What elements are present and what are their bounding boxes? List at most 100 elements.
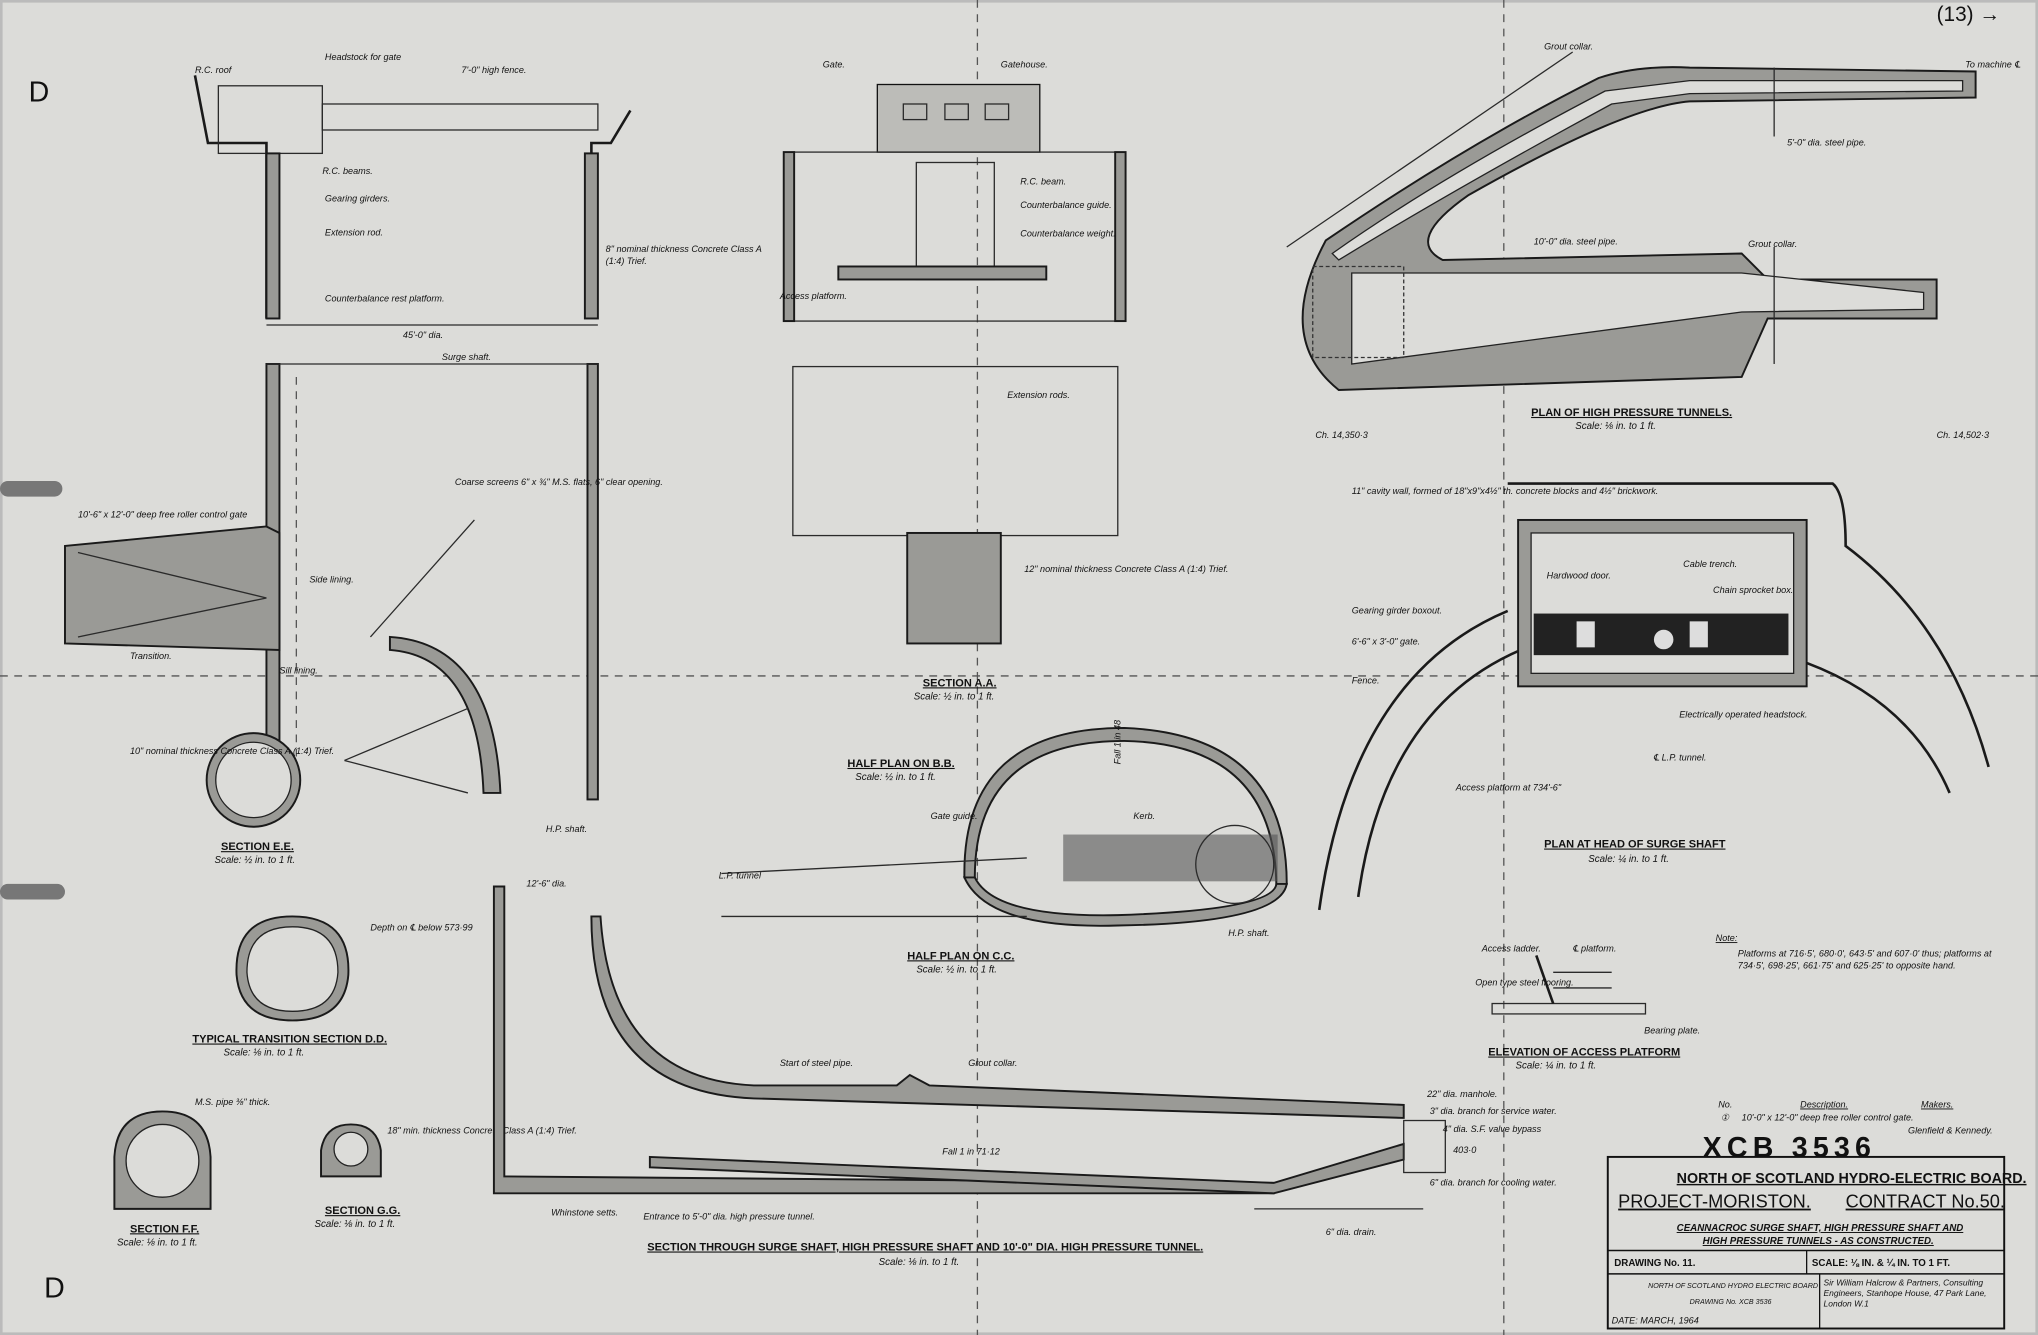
schedule-desc-header: Description.: [1800, 1100, 1848, 1110]
plan-head-title: PLAN AT HEAD OF SURGE SHAFT: [1544, 839, 1726, 851]
label-cb-guide: Counterbalance guide.: [1020, 200, 1111, 210]
title-board: NORTH OF SCOTLAND HYDRO-ELECTRIC BOARD.: [1677, 1171, 2027, 1187]
label-sill-lining: Sill lining.: [279, 665, 317, 675]
label-dia-45: 45'-0" dia.: [403, 330, 443, 340]
section-dd-title: TYPICAL TRANSITION SECTION D.D.: [192, 1034, 387, 1046]
label-hp-shaft-2: H.P. shaft.: [1228, 928, 1269, 938]
label-counterbalance-rest: Counterbalance rest platform.: [325, 294, 445, 304]
plan-head-scale: Scale: ¼ in. to 1 ft.: [1588, 854, 1669, 865]
section-ee-title: SECTION E.E.: [221, 841, 294, 853]
label-cavity-wall: 11" cavity wall, formed of 18"x9"x4½" th…: [1352, 486, 1659, 496]
label-level-403: 403·0: [1453, 1145, 1476, 1155]
plan-hp-scale: Scale: ⅛ in. to 1 ft.: [1575, 421, 1656, 432]
section-ee-scale: Scale: ½ in. to 1 ft.: [214, 855, 295, 866]
drawing-stamp: XCB 3536: [1703, 1132, 1876, 1164]
schedule-no: ①: [1721, 1113, 1730, 1123]
title-date: DATE: MARCH, 1964: [1612, 1315, 1699, 1325]
label-grout-collar: Grout collar.: [1544, 41, 1593, 51]
plan-head-surge-shaft: [1317, 482, 1990, 911]
title-block: [1606, 1155, 2006, 1330]
label-platform-cl: ℄ platform.: [1573, 944, 1617, 954]
label-kerb: Kerb.: [1133, 811, 1155, 821]
label-access-platform-734: Access platform at 734'-6": [1455, 782, 1562, 792]
half-plan-cc-scale: Scale: ½ in. to 1 ft.: [916, 964, 997, 975]
label-rc-beams: R.C. beams.: [322, 166, 372, 176]
note-text: Platforms at 716·5', 680·0', 643·5' and …: [1737, 950, 1992, 972]
label-to-machine: To machine ℄: [1965, 60, 2020, 70]
label-side-lining: Side lining.: [309, 574, 353, 584]
label-access-platform: Access platform.: [779, 291, 847, 301]
schedule-desc: 10'-0" x 12'-0" deep free roller control…: [1742, 1113, 1914, 1123]
label-bearing-plate: Bearing plate.: [1644, 1025, 1700, 1035]
label-nominal-8: 8" nominal thickness Concrete Class A (1…: [605, 245, 762, 267]
label-hardwood-door: Hardwood door.: [1547, 570, 1611, 580]
section-aa-title: SECTION A.A.: [923, 677, 997, 689]
label-transition: Transition.: [130, 651, 172, 661]
title-contract: CONTRACT No.50.: [1846, 1192, 2005, 1212]
main-long-section: [492, 885, 1446, 1210]
label-fall-71: Fall 1 in 71·12: [942, 1146, 1000, 1156]
title-line-2: HIGH PRESSURE TUNNELS - AS CONSTRUCTED.: [1703, 1236, 1934, 1247]
title-engineers: Sir William Halcrow & Partners, Consulti…: [1823, 1279, 1987, 1310]
half-plan-bb-title: HALF PLAN ON B.B.: [847, 758, 954, 770]
label-entrance: Entrance to 5'-0" dia. high pressure tun…: [643, 1211, 814, 1221]
label-open-flooring: Open type steel flooring.: [1475, 977, 1573, 987]
label-elec-headstock: Electrically operated headstock.: [1679, 710, 1807, 720]
label-fall-48: Fall 1 in 48: [1112, 720, 1122, 764]
label-extension-rods: Extension rods.: [1007, 390, 1070, 400]
label-headstock: Headstock for gate: [325, 52, 401, 62]
surge-shaft-section: [64, 75, 632, 801]
edge-mark-top: D: [29, 76, 50, 108]
half-plan-cc-title: HALF PLAN ON C.C.: [907, 950, 1014, 962]
label-nominal-12: 12" nominal thickness Concrete Class A (…: [1024, 564, 1228, 574]
section-dd-scale: Scale: ⅛ in. to 1 ft.: [224, 1048, 305, 1059]
elev-platform-title: ELEVATION OF ACCESS PLATFORM: [1488, 1047, 1680, 1059]
schedule-makers-header: Makers.: [1921, 1100, 1953, 1110]
access-platform-elevation: [1491, 954, 1647, 1015]
label-grout-collar-2: Grout collar.: [1748, 239, 1797, 249]
label-branch-service: 3" dia. branch for service water.: [1430, 1106, 1557, 1116]
label-control-gate: 10'-6" x 12'-0" deep free roller control…: [78, 509, 247, 519]
label-surge-shaft: Surge shaft.: [442, 352, 491, 362]
title-project: PROJECT-MORISTON.: [1618, 1192, 1811, 1212]
elev-platform-scale: Scale: ¼ in. to 1 ft.: [1516, 1061, 1597, 1072]
label-gearing-girders: Gearing girders.: [325, 193, 390, 203]
label-gatehouse: Gatehouse.: [1001, 60, 1048, 70]
half-plans: [721, 726, 1288, 927]
chainage-end: Ch. 14,502·3: [1937, 430, 1989, 440]
label-min-thickness: 18" min. thickness Concrete Class A (1:4…: [387, 1126, 577, 1136]
label-drain: 6" dia. drain.: [1326, 1227, 1377, 1237]
label-gate-6x3: 6'-6" x 3'-0" gate.: [1352, 637, 1420, 647]
section-ff-scale: Scale: ⅛ in. to 1 ft.: [117, 1237, 198, 1248]
label-depth-note: Depth on ℄ below 573·99: [370, 923, 472, 933]
section-aa-scale: Scale: ½ in. to 1 ft.: [914, 691, 995, 702]
half-plan-bb-scale: Scale: ½ in. to 1 ft.: [855, 772, 936, 783]
label-steel-pipe-10: 10'-0" dia. steel pipe.: [1534, 236, 1618, 246]
label-rc-roof: R.C. roof: [195, 65, 233, 75]
title-scale: SCALE: ⅛ IN. & ¼ IN. TO 1 FT.: [1812, 1258, 1951, 1269]
title-drawing-no: DRAWING No. 11.: [1614, 1258, 1695, 1269]
label-cable-trench: Cable trench.: [1683, 559, 1737, 569]
label-gate-guide: Gate guide.: [931, 811, 978, 821]
title-drawing-no-small: DRAWING No. XCB 3536: [1690, 1298, 1772, 1306]
plan-hp-tunnels: [1286, 51, 1977, 391]
label-steel-pipe-5: 5'-0" dia. steel pipe.: [1787, 138, 1866, 148]
label-chain-box: Chain sprocket box.: [1713, 585, 1793, 595]
label-fence: 7'-0" high fence.: [461, 65, 526, 75]
schedule-makers: Glenfield & Kennedy.: [1908, 1126, 1993, 1136]
label-valve-bypass: 4" dia. S.F. valve bypass: [1443, 1124, 1542, 1134]
title-line-1: CEANNACROC SURGE SHAFT, HIGH PRESSURE SH…: [1677, 1223, 1964, 1234]
section-main-title: SECTION THROUGH SURGE SHAFT, HIGH PRESSU…: [647, 1242, 1203, 1254]
label-whinstone: Whinstone setts.: [551, 1207, 618, 1217]
sheet-number: (13) →: [1937, 3, 2001, 26]
label-coarse-screens: Coarse screens 6" x ¾" M.S. flats, 6" cl…: [455, 477, 663, 487]
label-rc-beam: R.C. beam.: [1020, 177, 1066, 187]
section-gg-title: SECTION G.G.: [325, 1205, 400, 1217]
chainage-start: Ch. 14,350·3: [1315, 430, 1367, 440]
binder-rings: [0, 480, 65, 900]
label-access-ladder: Access ladder.: [1481, 944, 1541, 954]
plan-hp-title: PLAN OF HIGH PRESSURE TUNNELS.: [1531, 407, 1732, 419]
edge-mark-bottom: D: [44, 1272, 65, 1304]
label-mp-pipe: M.S. pipe ⅜" thick.: [195, 1097, 270, 1107]
label-manhole: 22" dia. manhole.: [1426, 1089, 1497, 1099]
